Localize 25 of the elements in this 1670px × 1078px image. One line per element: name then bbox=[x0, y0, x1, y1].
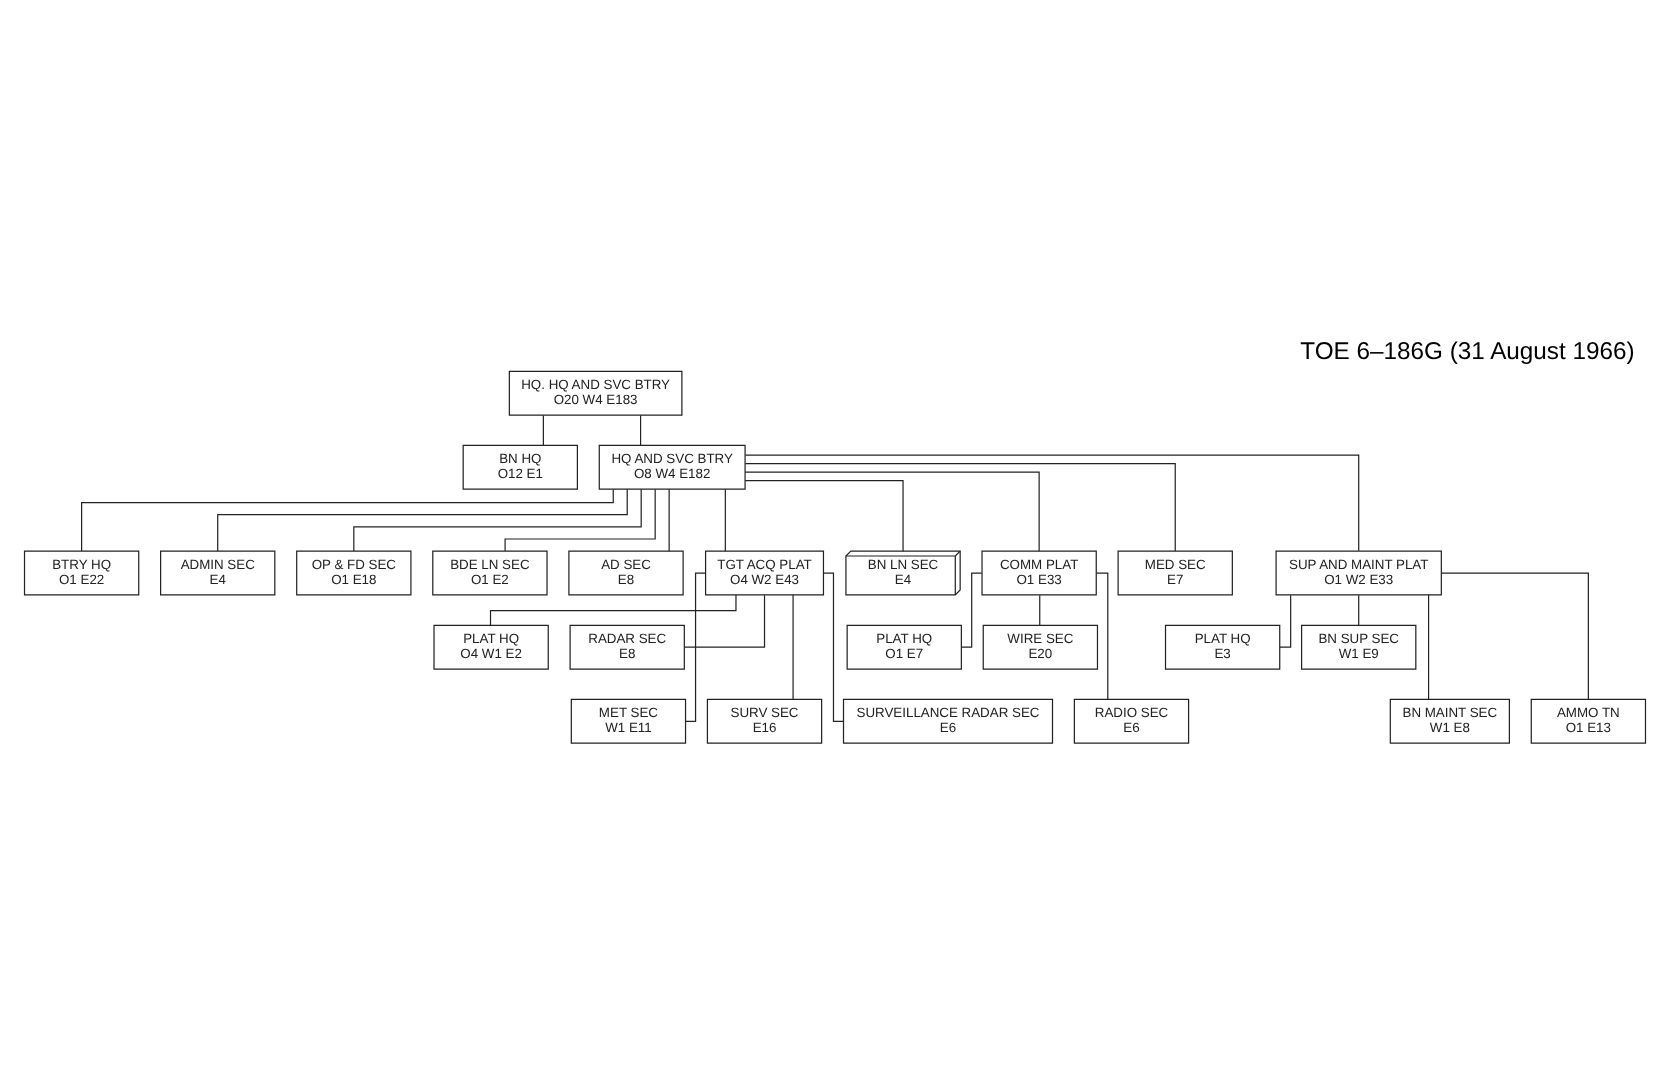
connector bbox=[792, 594, 794, 700]
connector bbox=[684, 594, 766, 648]
connector bbox=[1279, 594, 1292, 648]
connector bbox=[744, 480, 904, 552]
connector bbox=[639, 414, 642, 446]
connector bbox=[489, 594, 737, 626]
connector bbox=[353, 488, 642, 552]
connector bbox=[1358, 594, 1360, 626]
connector bbox=[961, 572, 983, 648]
connector bbox=[744, 454, 1360, 552]
connector bbox=[1039, 594, 1041, 626]
connector bbox=[668, 488, 670, 552]
connector bbox=[1441, 572, 1589, 700]
connector bbox=[724, 488, 726, 552]
connector bbox=[81, 488, 614, 552]
connector bbox=[744, 463, 1176, 552]
diagram-title: TOE 6–186G (31 August 1966) bbox=[1300, 337, 1635, 366]
connector bbox=[542, 414, 544, 446]
connector bbox=[744, 471, 1040, 552]
connector bbox=[217, 488, 628, 552]
connector bbox=[1427, 594, 1430, 700]
connector bbox=[823, 572, 844, 722]
connector bbox=[685, 572, 706, 722]
connector bbox=[1095, 572, 1109, 700]
connector bbox=[504, 488, 656, 552]
